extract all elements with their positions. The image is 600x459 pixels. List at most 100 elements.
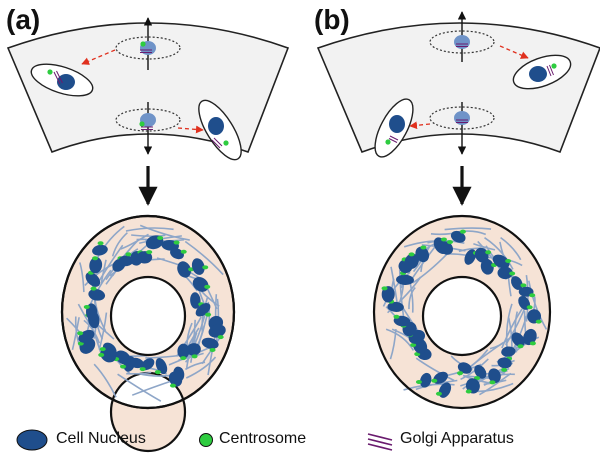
- golgi: [546, 64, 554, 77]
- cell-nucleus: [186, 343, 201, 356]
- cell-nucleus: [115, 350, 131, 365]
- golgi: [456, 43, 468, 47]
- nucleus-faded: [454, 111, 470, 125]
- nucleus: [57, 74, 75, 90]
- cell-nucleus: [415, 246, 430, 263]
- centrosome: [501, 367, 508, 372]
- cell-process: [398, 269, 405, 317]
- cell-process: [71, 317, 80, 351]
- cell-process: [500, 237, 522, 261]
- centrosome: [529, 341, 536, 346]
- cell-process: [201, 297, 209, 332]
- centrosome: [393, 314, 400, 319]
- cell-process: [505, 303, 513, 350]
- centrosome: [505, 258, 512, 263]
- cell-nucleus: [201, 337, 219, 349]
- cell-process: [89, 269, 112, 306]
- centrosome: [47, 69, 53, 75]
- nucleus: [389, 115, 405, 133]
- cell-nucleus: [523, 328, 537, 346]
- cell-nucleus: [457, 362, 472, 374]
- centrosome: [457, 371, 464, 376]
- legend-nucleus-label: Cell Nucleus: [56, 430, 146, 447]
- cell-nucleus: [497, 266, 513, 280]
- golgi: [141, 126, 153, 130]
- dashed-cell-outline: [115, 36, 181, 60]
- cell-nucleus: [191, 258, 205, 275]
- cell-nucleus: [501, 346, 516, 357]
- cell-nucleus: [85, 272, 101, 287]
- migration-arrow: [409, 121, 431, 130]
- panel-a: [6, 17, 290, 453]
- cell-process: [117, 373, 162, 402]
- centrosome: [83, 304, 90, 309]
- centrosome: [223, 140, 229, 146]
- cell-nucleus: [92, 244, 108, 256]
- cell-nucleus: [474, 247, 489, 263]
- cell-process: [444, 227, 492, 231]
- centrosome: [154, 370, 161, 375]
- centrosome: [139, 121, 145, 127]
- cell-process: [139, 224, 190, 241]
- nucleus: [529, 66, 547, 82]
- cell-process: [126, 371, 152, 375]
- centrosome: [92, 256, 99, 261]
- centrosome: [217, 335, 224, 340]
- cell-nucleus: [488, 368, 501, 384]
- golgi: [388, 135, 399, 143]
- ring-outer-edge: [372, 214, 552, 410]
- cell-process: [412, 250, 451, 284]
- legend: [16, 429, 393, 451]
- centrosome: [98, 352, 105, 357]
- cell-process: [131, 234, 166, 238]
- cell-process: [527, 280, 548, 330]
- cell-process: [389, 328, 397, 360]
- cell-process: [484, 237, 514, 270]
- cell-nucleus: [190, 292, 201, 309]
- panel-a-label: (a): [6, 4, 41, 35]
- cell-process: [125, 227, 174, 232]
- centrosome: [180, 249, 187, 254]
- cell-nucleus: [492, 254, 510, 269]
- cell-process: [478, 372, 512, 396]
- cell-nucleus: [511, 276, 523, 290]
- cell-process: [415, 379, 458, 391]
- nucleus-faded: [454, 35, 470, 49]
- dashed-cell-outline: [115, 108, 181, 132]
- dashed-cell-outline: [429, 30, 495, 54]
- centrosome: [485, 250, 492, 255]
- cell-nucleus: [480, 258, 494, 275]
- centrosome: [202, 265, 209, 270]
- cell-nucleus: [118, 255, 134, 267]
- centrosome: [446, 240, 453, 245]
- centrosome: [551, 63, 557, 69]
- cell-nucleus: [404, 253, 419, 270]
- cell-process: [415, 357, 455, 382]
- legend-centrosome-label: Centrosome: [219, 430, 307, 447]
- nucleus: [208, 117, 224, 135]
- cell-process: [79, 262, 85, 293]
- cell-nucleus: [141, 358, 155, 371]
- golgi: [211, 137, 223, 149]
- centrosome: [489, 380, 496, 385]
- cell-process: [514, 311, 519, 353]
- centrosome: [465, 389, 472, 394]
- centrosome: [526, 305, 533, 310]
- centrosome: [77, 331, 84, 336]
- legend-nucleus-swatch: [16, 429, 48, 451]
- ring-lumen: [421, 275, 503, 357]
- cell-nucleus: [396, 274, 414, 286]
- centrosome: [420, 245, 427, 250]
- cell-nucleus: [168, 371, 183, 387]
- centrosome: [204, 284, 211, 289]
- centrosome: [140, 41, 146, 47]
- centrosome: [385, 139, 391, 145]
- ring-cells: [381, 227, 548, 398]
- cell-nucleus: [450, 230, 466, 243]
- cell-nucleus: [387, 301, 404, 312]
- cell-process: [93, 363, 117, 398]
- centrosome: [209, 347, 216, 352]
- cell-process: [460, 358, 489, 381]
- ring-lumen: [109, 275, 187, 357]
